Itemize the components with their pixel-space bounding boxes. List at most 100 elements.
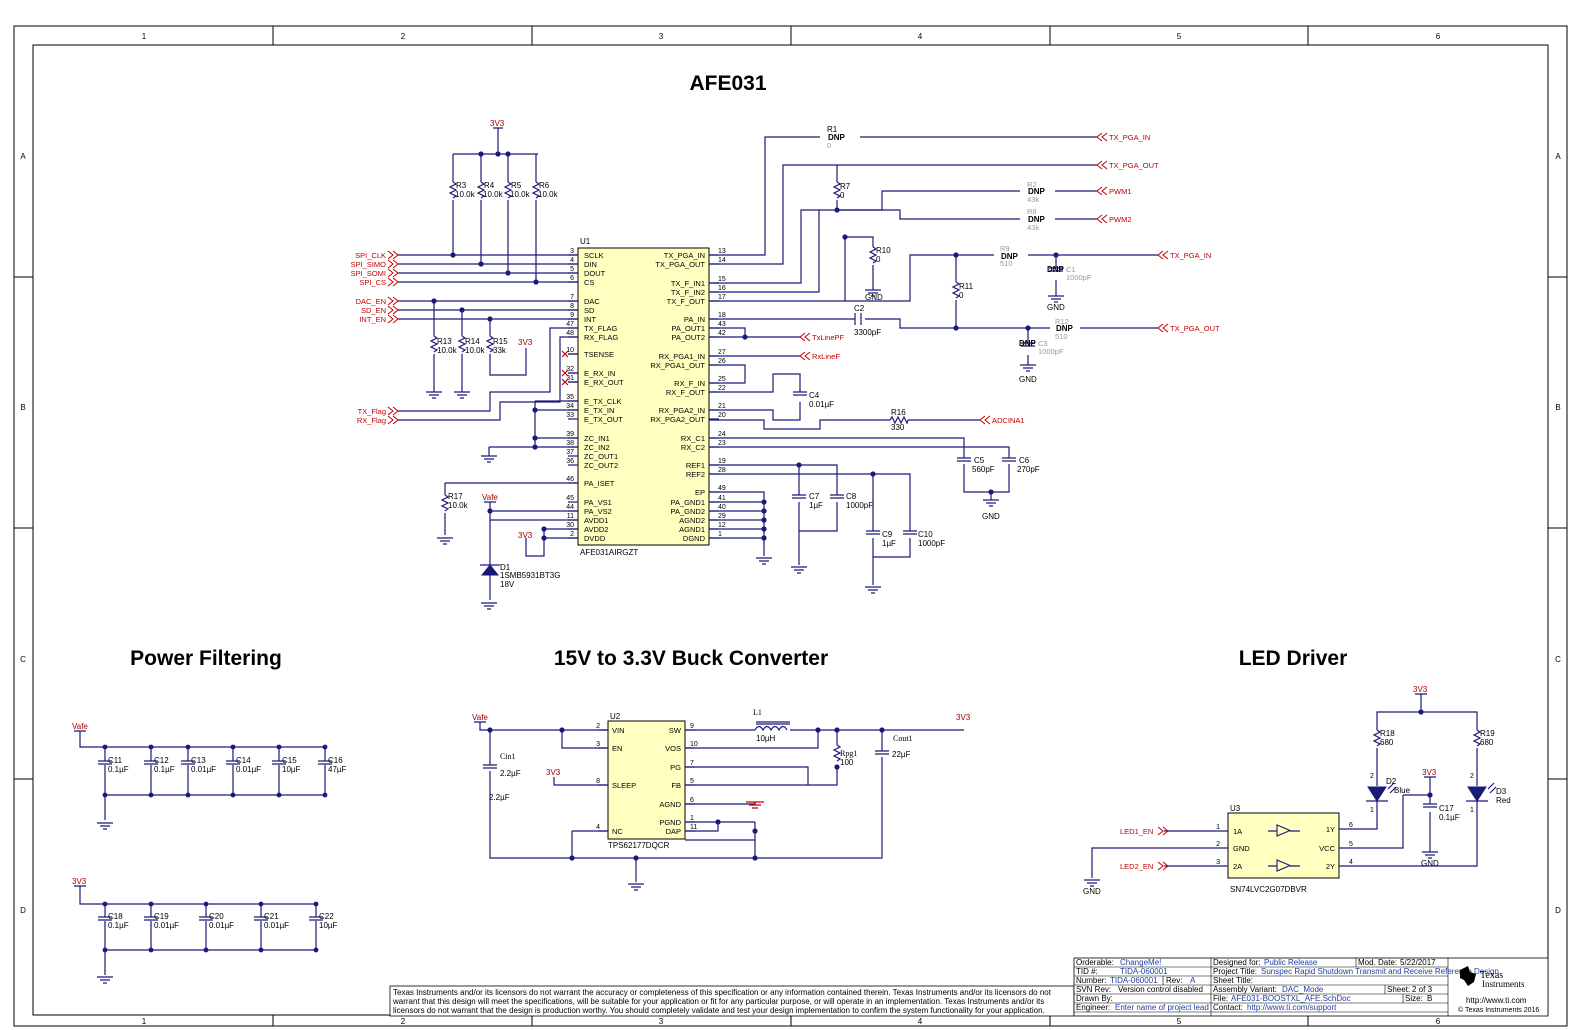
net-int-en: INT_EN (359, 315, 386, 324)
u2-pin-number: 4 (596, 824, 600, 831)
pulldown-resistors: R13 10.0k R14 10.0k R15 33k 3V3 (429, 301, 533, 392)
u3-pin-number: 5 (1349, 841, 1353, 848)
u1-pin-rx-pga1-out: RX_PGA1_OUT (650, 361, 705, 370)
d2-ref: D2 (1386, 777, 1397, 786)
net-arrow-icon (1157, 250, 1169, 260)
u2-pin-number: 1 (690, 815, 694, 822)
net-arrow-icon (1096, 186, 1108, 196)
r14-value: 10.0k (465, 346, 486, 355)
col-label: 1 (142, 1017, 147, 1026)
u2-pin-fb: FB (671, 781, 681, 790)
u1-pin-number: 27 (718, 349, 726, 356)
u1-pin-cs: CS (584, 278, 594, 287)
u1-pin-number: 48 (566, 330, 574, 337)
u2-pin-number: 11 (690, 824, 697, 831)
net-adcina1: ADCINA1 (992, 416, 1025, 425)
r7-value: 0 (840, 191, 845, 200)
u1-pin-agnd2: AGND2 (679, 516, 705, 525)
u1-pin-dac: DAC (584, 297, 600, 306)
u1-pin-pa-gnd2: PA_GND2 (671, 507, 705, 516)
c22-value: 10µF (319, 921, 338, 930)
disclaimer-line: warrant that this design will meet the s… (392, 997, 1044, 1006)
u3-pin-number: 1 (1216, 824, 1220, 831)
gnd-label: GND (1019, 375, 1037, 384)
r19-ref: R19 (1480, 729, 1495, 738)
tb-file-value: AFE031-BOOSTXL_AFE.SchDoc (1231, 994, 1351, 1003)
r18-ref: R18 (1380, 729, 1395, 738)
net-dac-en: DAC_EN (356, 297, 386, 306)
u1-pin-agnd1: AGND1 (679, 525, 705, 534)
u3-body (1227, 812, 1340, 879)
r13-value: 10.0k (437, 346, 458, 355)
r2-dnp: DNP (1028, 187, 1046, 196)
power-3v3: 3V3 (518, 338, 533, 347)
r15-value: 33k (493, 346, 507, 355)
d3-pin-a: 2 (1470, 773, 1474, 780)
u1-pin-sclk: SCLK (584, 251, 604, 260)
tb-drawn-label: Drawn By: (1076, 994, 1113, 1003)
r17-ref: R17 (448, 492, 463, 501)
c12-value: 0.1µF (154, 765, 175, 774)
u1-pin-pa-out1: PA_OUT1 (671, 324, 705, 333)
u1-pin-number: 46 (566, 476, 574, 483)
net-tx-pga-out: TX_PGA_OUT (1109, 161, 1159, 170)
r5-ref: R5 (511, 181, 522, 190)
c11-value: 0.1µF (108, 765, 129, 774)
u1-pin-number: 23 (718, 440, 726, 447)
u2-pin-number: 10 (690, 741, 698, 748)
title-block: Orderable: ChangeMe! TID #: TIDA-060001 … (1073, 957, 1549, 1017)
c22-ref: C22 (319, 912, 334, 921)
r11-value: 0 (959, 291, 964, 300)
u1-pin-int: INT (584, 315, 597, 324)
u1-pin-rx-flag: RX_FLAG (584, 333, 618, 342)
u1-pin-pa-gnd1: PA_GND1 (671, 498, 705, 507)
c15-ref: C15 (282, 756, 297, 765)
u2-pin-vin: VIN (612, 726, 625, 735)
capacitor-symbol (199, 904, 213, 950)
c1-ref: C1 (1066, 265, 1076, 274)
tb-project-value: Sunspec Rapid Shutdown Transmit and Rece… (1261, 967, 1499, 976)
u1-pin-number: 18 (718, 312, 726, 319)
u2-pin-number: 6 (690, 797, 694, 804)
u1-pin-number: 22 (718, 385, 726, 392)
power-3v3: 3V3 (518, 531, 533, 540)
u1-pin-ref1: REF1 (686, 461, 705, 470)
power-vafe: Vafe (472, 713, 488, 722)
u1-pin-dvdd: DVDD (584, 534, 606, 543)
net-arrow-icon (799, 332, 811, 342)
c18-ref: C18 (108, 912, 123, 921)
power-3v3: 3V3 (72, 877, 87, 886)
u1-pin-number: 28 (718, 467, 726, 474)
r15-ref: R15 (493, 337, 508, 346)
u1-pin-ref2: REF2 (686, 470, 705, 479)
tb-engineer-value: Enter name of project lead (1115, 1003, 1209, 1012)
u1-pin-pa-iset: PA_ISET (584, 479, 615, 488)
u1-pin-number: 17 (718, 294, 726, 301)
tb-sheet-title-label: Sheet Title: (1213, 976, 1253, 985)
u1-pin-number: 12 (718, 522, 726, 529)
r9-value: 510 (1000, 259, 1013, 268)
row-label: A (1555, 152, 1561, 161)
capacitor-symbol (181, 747, 195, 795)
c5-ref: C5 (974, 456, 985, 465)
capacitor-symbol (318, 747, 332, 795)
d1-voltage: 18V (500, 580, 515, 589)
c9-value: 1µF (882, 539, 896, 548)
r12-value: 510 (1055, 332, 1068, 341)
r2-ref: R2 (1027, 180, 1037, 189)
net-rxlinef: RxLineF (812, 352, 840, 361)
r1-dnp: DNP (828, 133, 846, 142)
u3-pin-number: 3 (1216, 859, 1220, 866)
u1-pin-number: 43 (718, 321, 726, 328)
u1-pin-rx-pga2-in: RX_PGA2_IN (659, 406, 705, 415)
net-arrow-icon (387, 268, 399, 278)
junction-dots (487, 727, 885, 861)
c12-ref: C12 (154, 756, 169, 765)
u2-pin-sw: SW (669, 726, 682, 735)
col-label: 3 (659, 32, 664, 41)
u1-pin-din: DIN (584, 260, 597, 269)
u1-pin-avdd1: AVDD1 (584, 516, 608, 525)
col-label: 4 (918, 32, 923, 41)
tb-contact-value: http://www.ti.com/support (1247, 1003, 1337, 1012)
